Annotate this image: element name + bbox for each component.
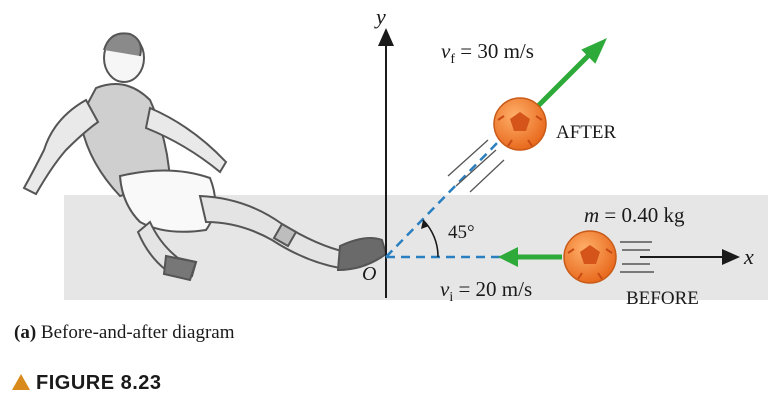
soccer-ball-after xyxy=(493,97,547,151)
figure-title-text: FIGURE 8.23 xyxy=(36,372,162,394)
before-label: BEFORE xyxy=(626,288,699,309)
figure-title: FIGURE 8.23 xyxy=(12,372,162,395)
soccer-ball-before xyxy=(563,230,617,284)
motion-lines-after xyxy=(447,139,505,193)
vf-arrow xyxy=(530,52,592,114)
mass-label: m = 0.40 kg xyxy=(584,203,685,227)
y-axis-label: y xyxy=(374,4,386,29)
triangle-icon xyxy=(12,374,30,390)
origin-label: O xyxy=(362,263,376,285)
vi-label: vi = 20 m/s xyxy=(440,277,532,305)
soccer-player-figure xyxy=(22,32,388,282)
angle-label: 45° xyxy=(448,222,475,243)
after-label: AFTER xyxy=(556,122,617,143)
x-axis-label: x xyxy=(743,244,754,269)
caption-text: Before-and-after diagram xyxy=(36,322,235,343)
outgoing-path-dashed xyxy=(385,139,501,258)
motion-lines-before xyxy=(620,241,654,273)
vf-label: vf = 30 m/s xyxy=(441,39,534,67)
caption-part-label: (a) xyxy=(14,322,37,343)
figure-caption: (a) Before-and-after diagram xyxy=(14,322,235,344)
